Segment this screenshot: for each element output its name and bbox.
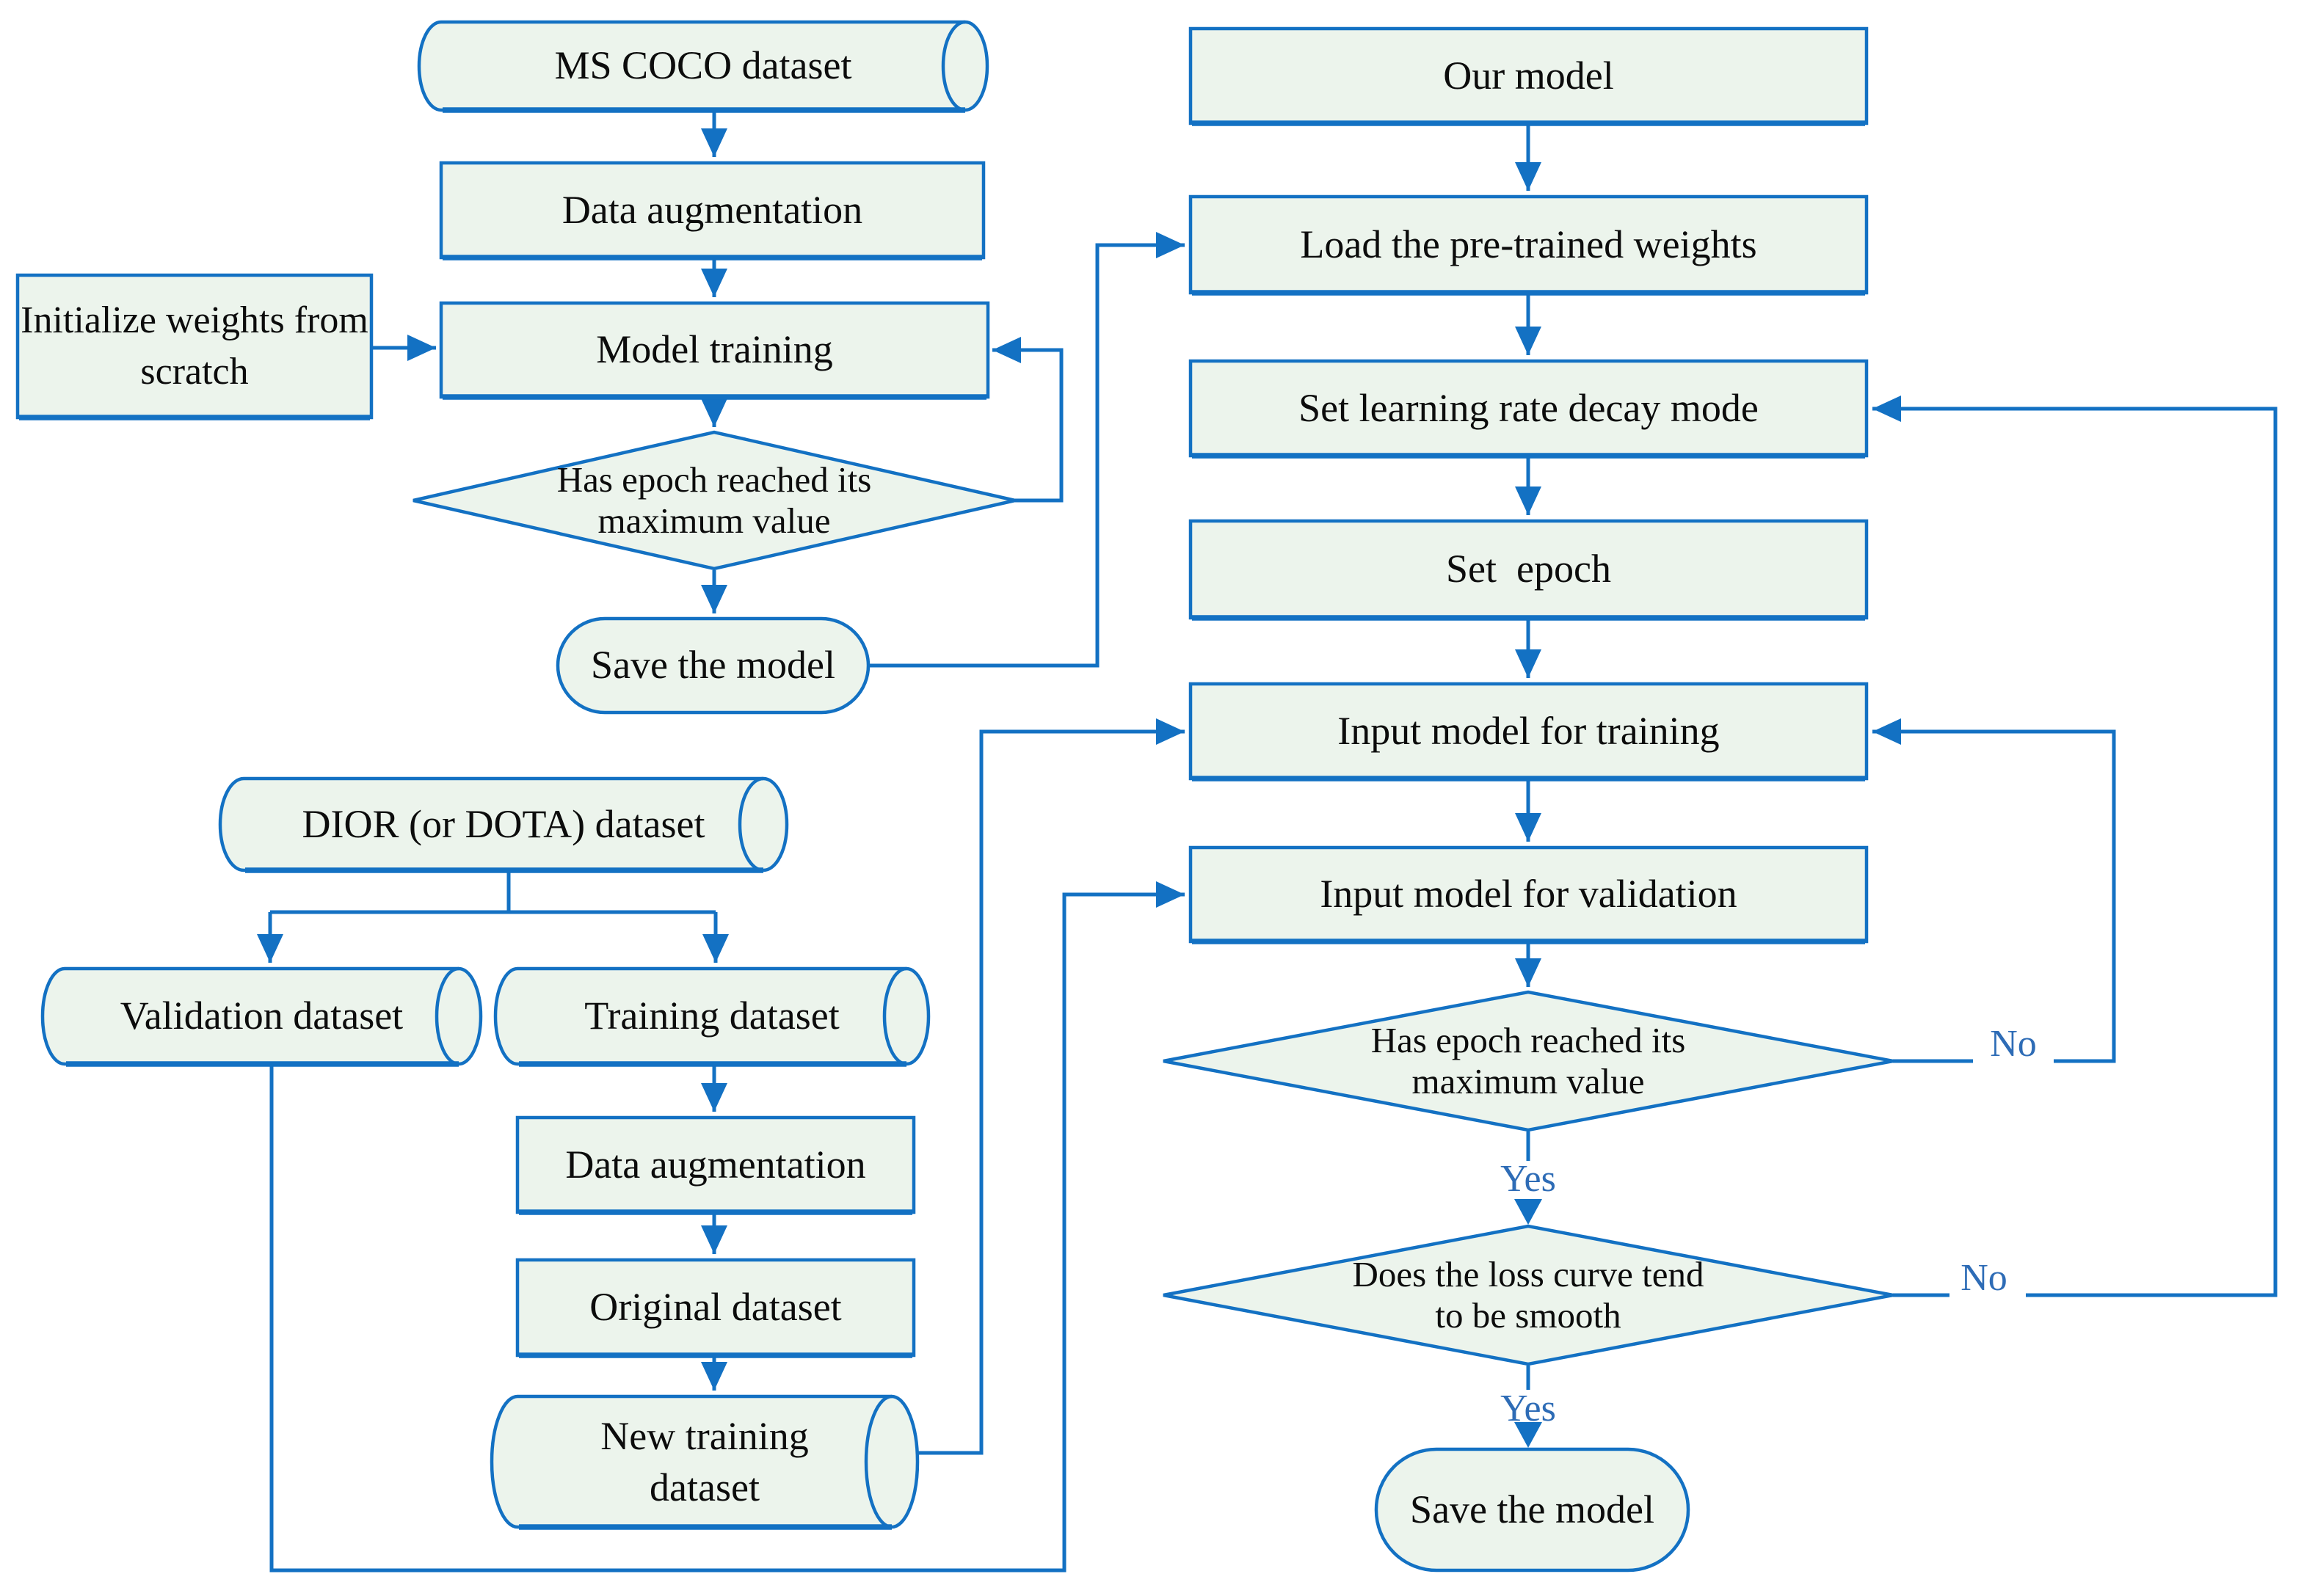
edge-newtraining-to-inputtrain xyxy=(916,718,1185,1455)
data-augmentation-top-box xyxy=(439,161,986,260)
dior-dataset-cylinder-rim xyxy=(738,776,764,872)
validation-dataset-cylinder-rim xyxy=(435,966,459,1066)
dior-dataset-cylinder xyxy=(218,776,789,872)
edge-save-to-load-weights xyxy=(868,232,1185,668)
save-model-right-stadium xyxy=(1374,1447,1690,1573)
ms-coco-cylinder-rim xyxy=(941,20,966,112)
edge-validation-to-inputvalid xyxy=(269,881,1185,1573)
load-pretrained-box xyxy=(1188,194,1869,295)
input-validation-box xyxy=(1188,845,1869,944)
edge-no1-return xyxy=(1872,718,2116,1063)
training-dataset-cylinder-rim xyxy=(882,966,907,1066)
validation-dataset-cylinder xyxy=(40,966,483,1066)
edge-yes1-arrowhead xyxy=(1514,1199,1542,1225)
data-augmentation-bottom-box xyxy=(515,1115,916,1214)
edge-decision-loop-to-training xyxy=(992,337,1064,503)
new-training-dataset-cylinder xyxy=(490,1394,920,1529)
loss-decision-diamond xyxy=(1163,1224,1894,1366)
epoch-decision-left-diamond xyxy=(413,430,1016,571)
save-model-left-stadium xyxy=(556,616,871,715)
model-training-box xyxy=(439,301,990,399)
epoch-decision-right-diamond xyxy=(1163,990,1894,1132)
edge-yes2-arrowhead xyxy=(1514,1422,1542,1448)
input-training-box xyxy=(1188,682,1869,781)
set-lr-decay-box xyxy=(1188,359,1869,458)
ms-coco-cylinder xyxy=(417,20,989,112)
our-model-box xyxy=(1188,26,1869,125)
new-training-dataset-cylinder-rim xyxy=(864,1394,893,1529)
edge-no2-return xyxy=(1872,396,2278,1297)
initialize-weights-box xyxy=(15,273,374,420)
set-epoch-box xyxy=(1188,519,1869,620)
original-dataset-box xyxy=(515,1258,916,1358)
training-dataset-cylinder xyxy=(493,966,931,1066)
